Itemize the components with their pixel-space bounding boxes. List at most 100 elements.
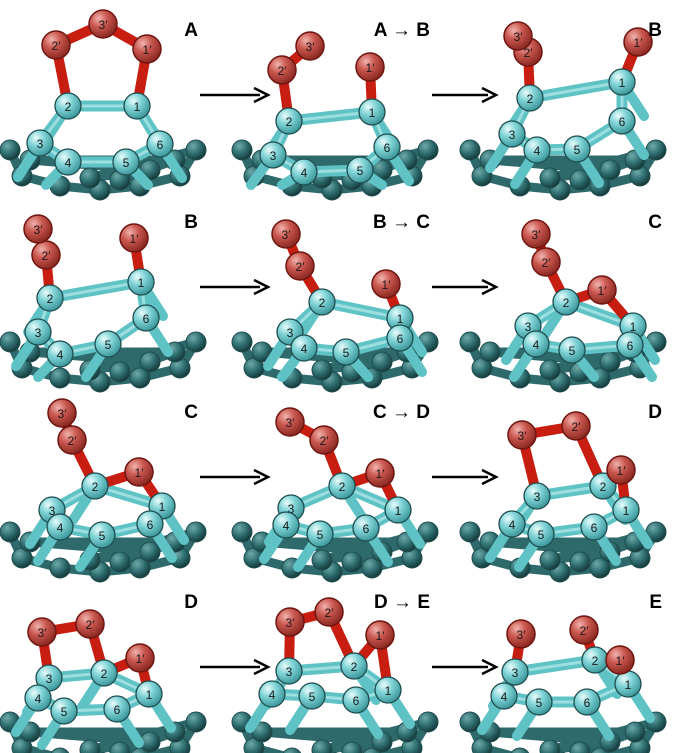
oxygen-atom-2 — [285, 251, 315, 281]
carbon-atom-label: 3 — [46, 672, 53, 686]
carbon-atom-label: 3 — [512, 666, 519, 680]
oxygen-atom-label: 2′ — [572, 420, 582, 434]
carbon-atom-6 — [616, 331, 644, 359]
oxygen-atom-2 — [75, 609, 105, 639]
oxygen-atom-3 — [88, 9, 118, 39]
carbon-atom-4 — [258, 680, 286, 708]
carbon-atom-label: 5 — [99, 529, 106, 543]
carbon-atom-3 — [523, 482, 551, 510]
oxygen-atom-2 — [314, 597, 344, 627]
oxygen-atom-3 — [275, 607, 305, 637]
carbon-atom-2 — [328, 472, 356, 500]
carbon-atom-2 — [54, 92, 82, 120]
carbon-atom-4 — [290, 334, 318, 362]
oxygen-atom-label: 3′ — [286, 416, 296, 430]
carbon-atom-6 — [103, 695, 131, 723]
carbon-atom-label: 1 — [146, 688, 153, 702]
carbon-atom-label: 6 — [619, 115, 626, 129]
carbon-atom-2 — [36, 284, 64, 312]
carbon-atom-label: 2 — [563, 296, 570, 310]
carbon-atom-5 — [346, 156, 374, 184]
carbon-atom-1 — [608, 68, 636, 96]
carbon-atom-4 — [24, 684, 52, 712]
oxygen-atom-1 — [371, 269, 401, 299]
oxygen-atom-label: 3′ — [532, 228, 542, 242]
panel-label: A — [184, 20, 198, 41]
oxygen-atom-label: 1′ — [366, 61, 376, 75]
carbon-atom-label: 6 — [143, 312, 150, 326]
reaction-arrow-icon — [432, 658, 499, 676]
carbon-atom-label: 1 — [385, 684, 392, 698]
carbon-atom-5 — [88, 521, 116, 549]
carbon-atom-6 — [352, 514, 380, 542]
carbon-atom-label: 1 — [395, 504, 402, 518]
carbon-atom-2 — [340, 652, 368, 680]
oxygen-atom-3 — [275, 407, 305, 437]
panel-label: C → D — [373, 402, 430, 423]
oxygen-atom-1 — [119, 223, 149, 253]
carbon-atom-3 — [498, 120, 526, 148]
oxygen-atom-1 — [606, 455, 636, 485]
carbon-atom-1 — [127, 268, 155, 296]
carbon-atom-label: 3 — [270, 149, 277, 163]
panel-label: D — [184, 592, 198, 613]
carbon-atom-label: 5 — [343, 346, 350, 360]
carbon-atom-label: 1 — [397, 312, 404, 326]
oxygen-atom-label: 2′ — [325, 606, 335, 620]
carbon-atom-3 — [26, 129, 54, 157]
carbon-atom-label: 4 — [57, 521, 64, 535]
oxygen-atom-label: 3′ — [282, 228, 292, 242]
carbon-atom-label: 5 — [317, 528, 324, 542]
oxygen-atom-label: 2′ — [68, 434, 78, 448]
oxygen-atom-label: 2′ — [296, 260, 306, 274]
oxygen-atom-label: 2′ — [86, 618, 96, 632]
carbon-atom-label: 5 — [123, 156, 130, 170]
panel-label: C — [184, 402, 198, 423]
carbon-atom-label: 5 — [538, 528, 545, 542]
carbon-atom-label: 3 — [288, 502, 295, 516]
carbon-atom-label: 2 — [101, 667, 108, 681]
carbon-atom-label: 2 — [65, 100, 72, 114]
oxygen-atom-1 — [365, 458, 395, 488]
oxygen-atom-label: 2′ — [278, 64, 288, 78]
carbon-atom-3 — [24, 318, 52, 346]
carbon-atom-3 — [259, 141, 287, 169]
carbon-atom-label: 6 — [353, 694, 360, 708]
oxygen-atom-label: 3′ — [38, 626, 48, 640]
carbon-atom-4 — [46, 513, 74, 541]
carbon-atom-label: 2 — [286, 115, 293, 129]
carbon-atom-label: 2 — [527, 92, 534, 106]
carbon-atom-label: 2 — [351, 660, 358, 674]
carbon-atom-2 — [275, 107, 303, 135]
oxygen-atom-3 — [271, 219, 301, 249]
carbon-atom-label: 5 — [105, 338, 112, 352]
carbon-atom-5 — [50, 697, 78, 725]
oxygen-atom-label: 1′ — [634, 36, 644, 50]
carbon-atom-1 — [135, 680, 163, 708]
oxygen-atom-label: 1′ — [130, 232, 140, 246]
carbon-atom-5 — [112, 148, 140, 176]
oxygen-atom-label: 3′ — [34, 223, 44, 237]
oxygen-atom-3 — [503, 21, 533, 51]
carbon-atom-1 — [374, 676, 402, 704]
carbon-atom-5 — [306, 520, 334, 548]
carbon-atom-1 — [358, 98, 386, 126]
carbon-atom-label: 2 — [92, 480, 99, 494]
carbon-atom-label: 6 — [147, 518, 154, 532]
carbon-atom-4 — [498, 510, 526, 538]
carbon-atom-4 — [490, 682, 518, 710]
carbon-atom-6 — [342, 686, 370, 714]
carbon-atom-4 — [46, 340, 74, 368]
carbon-atom-label: 5 — [61, 705, 68, 719]
carbon-atom-label: 3 — [525, 320, 532, 334]
carbon-atom-label: 3 — [509, 128, 516, 142]
oxygen-atom-label: 3′ — [58, 407, 68, 421]
oxygen-atom-2 — [267, 55, 297, 85]
oxygen-atom-label: 3′ — [286, 616, 296, 630]
